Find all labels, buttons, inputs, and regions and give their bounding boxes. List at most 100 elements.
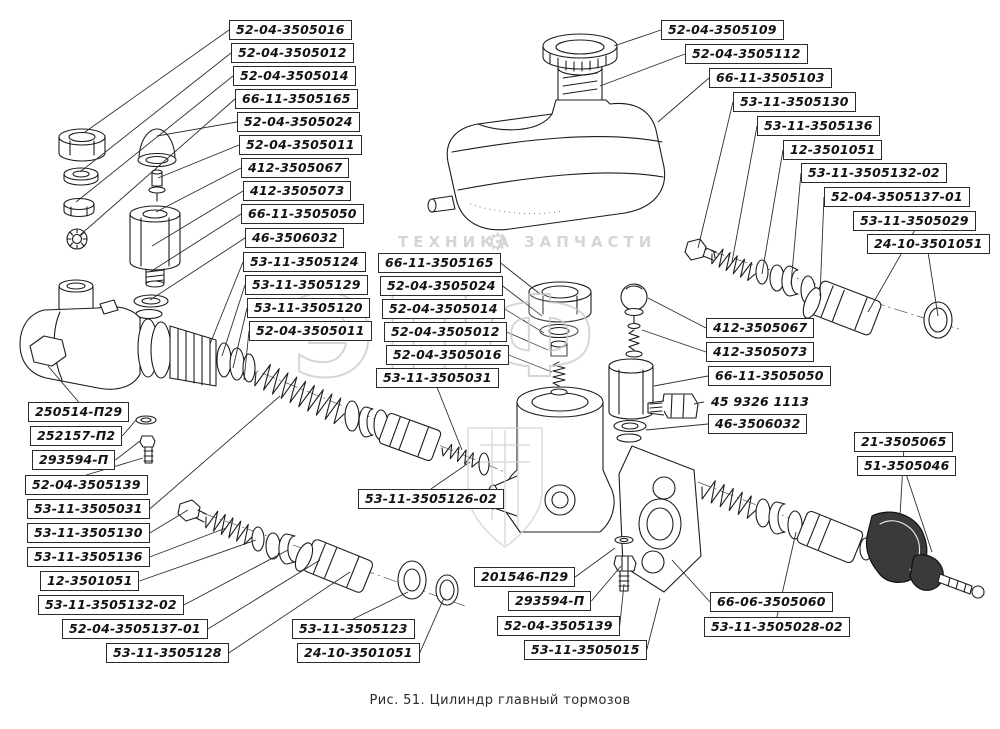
part-number-label: 53-11-3505136 [757, 116, 880, 136]
leader-line [591, 565, 622, 602]
part-number-label: 51-3505046 [857, 456, 957, 476]
leader-line [906, 475, 933, 553]
part-number-label: 12-3501051 [783, 140, 883, 160]
part-number-label: 53-11-3505136 [27, 547, 150, 567]
part-number-label: 53-11-3505029 [853, 211, 976, 231]
leader-line [504, 308, 545, 334]
leader-line [506, 331, 549, 351]
leader-line [243, 330, 250, 381]
part-number-label: 52-04-3505012 [231, 43, 354, 63]
left-cap-nut-washers [58, 128, 106, 250]
part-number-label: 66-11-3505165 [378, 253, 501, 273]
cup-seal [278, 533, 296, 565]
part-number-label: 53-11-3505123 [292, 619, 415, 639]
bolt-head [684, 238, 707, 261]
o-ring [435, 574, 459, 606]
leader-line [657, 77, 710, 123]
bleeder-screw [99, 299, 119, 315]
bolt-head [139, 435, 156, 448]
reservoir-assembly [427, 33, 666, 231]
part-number-label: 66-11-3505165 [235, 89, 358, 109]
part-number-label: 45 9326 1113 [711, 394, 810, 409]
leader-line [430, 461, 471, 490]
part-number-label: 52-04-3505109 [661, 20, 784, 40]
part-number-label: 52-04-3505016 [386, 345, 509, 365]
part-number-label: 53-11-3505132-02 [801, 163, 947, 183]
part-number-label: 52-04-3505011 [249, 321, 372, 341]
leader-line [149, 237, 246, 301]
leader-line [647, 297, 707, 329]
hex-nut [29, 335, 67, 367]
figure-caption: Рис. 51. Цилиндр главный тормозов [369, 693, 631, 708]
part-number-label: 201546-П29 [474, 567, 576, 587]
part-number-label: 412-3505073 [243, 181, 352, 201]
leader-line [353, 591, 409, 620]
part-number-label: 53-11-3505128 [106, 643, 229, 663]
cup-seal [768, 501, 786, 535]
cup-seal [358, 406, 374, 438]
leader-line [502, 285, 543, 317]
part-number-label: 252157-П2 [30, 426, 123, 446]
middle-spring-piston-assembly [254, 363, 490, 476]
leader-line [500, 262, 541, 295]
leader-line [645, 423, 709, 431]
part-number-label: 66-06-3505060 [710, 592, 833, 612]
leader-line [228, 571, 351, 654]
part-number-label: 46-3506032 [708, 414, 808, 434]
center-valve-parts [528, 281, 592, 396]
part-number-label: 412-3505067 [241, 158, 350, 178]
leader-line [790, 172, 802, 285]
leader-line [156, 121, 238, 137]
leader-line [183, 549, 289, 606]
leader-line [731, 125, 758, 263]
leader-line [209, 261, 244, 345]
part-number-label: 24-10-3501051 [867, 234, 990, 254]
part-number-label: 53-11-3505124 [243, 252, 366, 272]
washer [614, 535, 634, 545]
central-cylinder-body [487, 386, 615, 533]
part-number-label: 46-3506032 [245, 228, 345, 248]
leader-line [232, 307, 248, 369]
leader-line [619, 583, 625, 627]
part-number-label: 52-04-3505137-01 [62, 619, 208, 639]
leader-line [436, 387, 463, 451]
part-number-label: 24-10-3501051 [297, 643, 420, 663]
bolt-head [613, 555, 637, 572]
part-number-label: 53-11-3505130 [27, 523, 150, 543]
watermark-brand-left: ТЕХНИКА [398, 233, 514, 251]
flange-hole [641, 550, 665, 574]
leader-line [84, 29, 230, 133]
flange-hole [652, 476, 676, 500]
part-number-label: 412-3505067 [706, 318, 815, 338]
leader-line [155, 167, 242, 213]
leader-line [761, 149, 784, 275]
seal-ring [344, 400, 360, 432]
washer [135, 415, 157, 425]
part-number-label: 53-11-3505031 [27, 499, 150, 519]
left-outlet-fitting [129, 205, 181, 320]
part-number-label: 12-3501051 [40, 571, 140, 591]
bottom-left-piston-assembly [177, 499, 459, 606]
leader-line [149, 509, 189, 534]
leader-line [653, 375, 709, 387]
leader-line [157, 144, 240, 179]
leader-line [819, 196, 825, 297]
part-number-label: 53-11-3505132-02 [38, 595, 184, 615]
spring [701, 480, 757, 519]
leader-line [139, 539, 257, 582]
left-boot-and-valve [137, 128, 177, 202]
valve-spring [552, 361, 566, 387]
leader-line [697, 101, 734, 249]
part-number-label: 52-04-3505024 [237, 112, 360, 132]
part-number-label: 66-11-3505050 [708, 366, 831, 386]
leader-line [149, 395, 281, 510]
part-number-label: 53-11-3505129 [245, 275, 368, 295]
leader-line [613, 29, 662, 47]
watermark-shield [467, 427, 543, 548]
spring [205, 510, 253, 546]
part-number-label: 250514-П29 [28, 402, 130, 422]
part-number-label: 66-11-3505103 [709, 68, 832, 88]
washer [397, 560, 427, 600]
part-number-label: 53-11-3505126-02 [358, 489, 504, 509]
return-spring [254, 363, 345, 425]
